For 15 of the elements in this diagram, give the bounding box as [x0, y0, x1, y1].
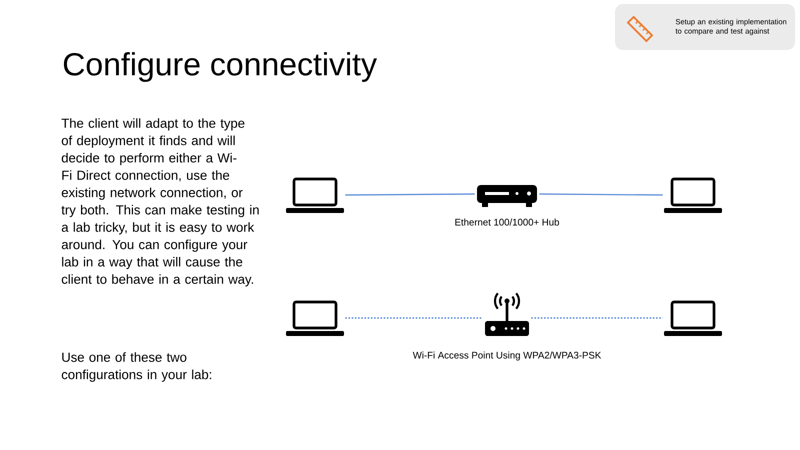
- device-caption: Wi-Fi Access Point Using WPA2/WPA3-PSK: [412, 352, 602, 360]
- connector-line: [531, 317, 663, 319]
- router-icon: [485, 292, 529, 336]
- title: Configure connectivity: [64, 52, 377, 82]
- laptop-icon: [286, 178, 344, 213]
- body-text: The client will adapt to the type of deployment it finds and will decide to perform either a Wi-Fi Direct connection, use the existing network connection, or try both. This can make testing in a lab tricky, but it is easy to work around. You can configure your lab in a way that will cause the client to behave in a certain way.: [61, 118, 259, 286]
- laptop-icon: [664, 300, 722, 336]
- laptop-icon: [664, 178, 722, 213]
- laptop-icon: [286, 300, 344, 336]
- hub-icon: [477, 185, 537, 207]
- connector-line: [539, 193, 663, 196]
- connector-line: [345, 317, 483, 319]
- body-text: Use one of these two configurations in your lab:: [62, 352, 212, 382]
- connector-line: [345, 193, 475, 196]
- device-caption: Ethernet 100/1000+ Hub: [455, 218, 560, 226]
